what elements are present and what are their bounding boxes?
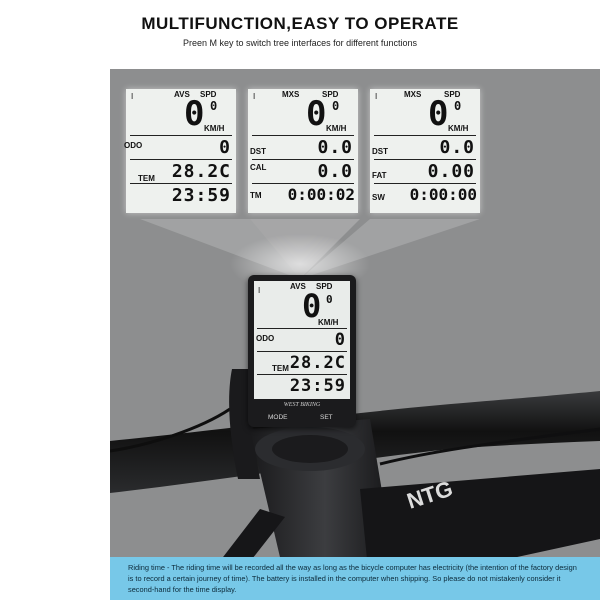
top-label-1: MXS: [404, 90, 422, 99]
row-3-label: TM: [250, 191, 262, 200]
row-3-value: 0:00:02: [287, 185, 355, 204]
mode-mark: I: [253, 92, 256, 101]
top-label-2: SPD: [444, 90, 461, 99]
row-2-value: 28.2C: [171, 161, 231, 182]
row-1-value: 0.0: [439, 137, 475, 158]
row-1-label: ODO: [256, 334, 275, 343]
info-banner: Riding time - The riding time will be re…: [110, 557, 600, 600]
top-label-1: AVS: [290, 282, 306, 291]
mode-button[interactable]: MODE: [268, 414, 288, 421]
top-label-1: AVS: [174, 90, 190, 99]
top-label-2: SPD: [316, 282, 333, 291]
speed-decimal: 0: [326, 293, 333, 306]
speed-unit: KM/H: [318, 318, 339, 327]
row-2-label: CAL: [250, 163, 267, 172]
brand-logo: WEST BIKING: [283, 402, 321, 408]
riding-time-note: Riding time - The riding time will be re…: [128, 563, 577, 594]
row-3-value: 23:59: [171, 185, 231, 206]
page-subtitle: Preen M key to switch tree interfaces fo…: [183, 38, 417, 48]
row-3-value: 0:00:00: [409, 185, 477, 204]
mode-mark: I: [375, 92, 378, 101]
row-1-label: DST: [250, 147, 266, 156]
speed-value: 0: [184, 94, 205, 134]
set-button[interactable]: SET: [320, 414, 333, 421]
row-2-value: 28.2C: [289, 353, 346, 373]
row-2-label: TEM: [272, 364, 289, 373]
top-label-1: MXS: [282, 90, 300, 99]
row-3-label: SW: [372, 193, 385, 202]
speed-value: 0: [302, 287, 322, 325]
speed-value: 0: [428, 94, 449, 134]
row-3-value: 23:59: [289, 376, 346, 396]
speed-unit: KM/H: [448, 124, 469, 133]
lcd-screen-3: I MXS SPD 0 0 KM/H DST 0.0 FAT 0.00 SW 0…: [370, 89, 480, 213]
top-label-2: SPD: [200, 90, 217, 99]
row-2-label: FAT: [372, 171, 387, 180]
mode-mark: I: [258, 286, 261, 295]
speed-unit: KM/H: [204, 124, 225, 133]
speed-value: 0: [306, 94, 327, 134]
top-label-2: SPD: [322, 90, 339, 99]
speed-decimal: 0: [332, 99, 340, 113]
device-lcd: I AVS SPD 0 0 KM/H ODO 0 TEM 28.2C 23:59: [254, 281, 350, 399]
row-1-label: ODO: [124, 141, 143, 150]
row-1-value: 0.0: [317, 137, 353, 158]
row-1-value: 0: [334, 330, 346, 350]
row-1-label: DST: [372, 147, 388, 156]
lcd-screen-1: I AVS SPD 0 0 KM/H ODO 0 TEM 28.2C 23:59: [124, 89, 236, 213]
row-2-value: 0.0: [317, 161, 353, 182]
mode-mark: I: [131, 92, 134, 101]
row-2-label: TEM: [138, 174, 155, 183]
row-2-value: 0.00: [427, 161, 475, 182]
row-1-value: 0: [219, 137, 231, 158]
speed-decimal: 0: [454, 99, 462, 113]
speed-unit: KM/H: [326, 124, 347, 133]
bike-computer: I AVS SPD 0 0 KM/H ODO 0 TEM 28.2C 23:59…: [248, 275, 356, 427]
page-title: MULTIFUNCTION,EASY TO OPERATE: [141, 14, 459, 33]
lcd-screen-2: I MXS SPD 0 0 KM/H DST 0.0 CAL 0.0 TM 0:…: [248, 89, 358, 213]
speed-decimal: 0: [210, 99, 218, 113]
